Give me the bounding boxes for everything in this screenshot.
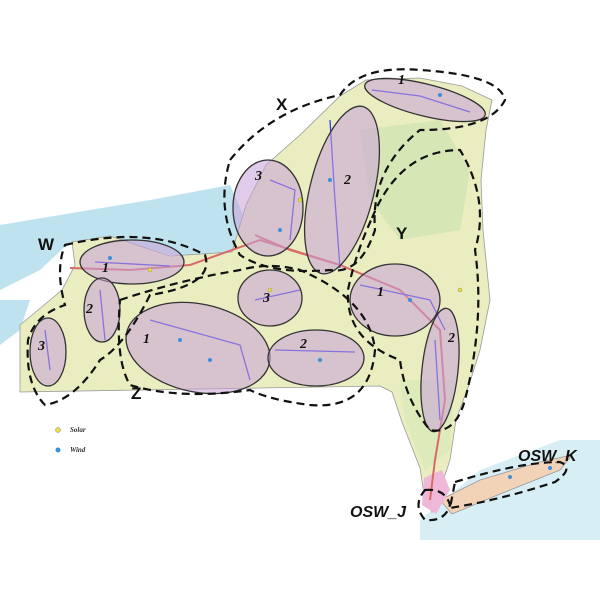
legend: Solar Wind <box>55 426 86 454</box>
cluster-w2-label: 2 <box>85 302 93 317</box>
cluster-y1 <box>349 263 441 337</box>
cluster-y2 <box>420 307 460 433</box>
zone-w-label: W <box>38 235 55 254</box>
zone-x-label: X <box>276 95 288 114</box>
lake-erie <box>0 300 30 345</box>
cluster-y2-label: 2 <box>447 331 455 346</box>
lake-ontario <box>0 185 250 290</box>
zone-x-boundary <box>223 68 507 273</box>
cluster-w1 <box>79 239 185 285</box>
adirondack-region <box>360 120 470 240</box>
zone-osw-j-label: OSW_J <box>350 504 407 521</box>
zone-y-label: Y <box>396 224 408 243</box>
cluster-x3-label: 3 <box>254 169 262 184</box>
zone-osw-k-boundary <box>448 460 568 510</box>
nyc-region <box>422 470 450 514</box>
zone-w-boundary <box>26 235 208 407</box>
solar-marker-icon <box>55 427 61 433</box>
cluster-w3 <box>29 317 67 387</box>
zone-z-boundary <box>117 264 377 407</box>
cluster-z3 <box>237 269 303 327</box>
wind-marker-icon <box>55 447 61 453</box>
cluster-z1-label: 1 <box>143 332 150 347</box>
zone-osw-j-boundary <box>417 488 452 522</box>
resource-points <box>108 93 552 479</box>
cluster-x3 <box>232 159 304 257</box>
cluster-x2 <box>303 105 381 275</box>
zone-y-boundary <box>346 148 482 432</box>
cluster-x1-label: 1 <box>398 73 405 88</box>
zone-osw-k-label: OSW_K <box>518 448 578 465</box>
cluster-x2-label: 2 <box>343 173 351 188</box>
long-island <box>439 454 574 515</box>
cluster-w1-label: 1 <box>102 261 109 276</box>
cluster-z2 <box>267 329 365 387</box>
legend-solar-label: Solar <box>70 426 86 434</box>
cluster-z2-label: 2 <box>299 337 307 352</box>
zone-z-label: Z <box>131 384 141 403</box>
cluster-x1 <box>364 77 486 123</box>
cluster-z3-label: 3 <box>262 291 270 306</box>
legend-wind-label: Wind <box>70 446 86 454</box>
cluster-w3-label: 3 <box>37 339 45 354</box>
cluster-y1-label: 1 <box>377 285 384 300</box>
